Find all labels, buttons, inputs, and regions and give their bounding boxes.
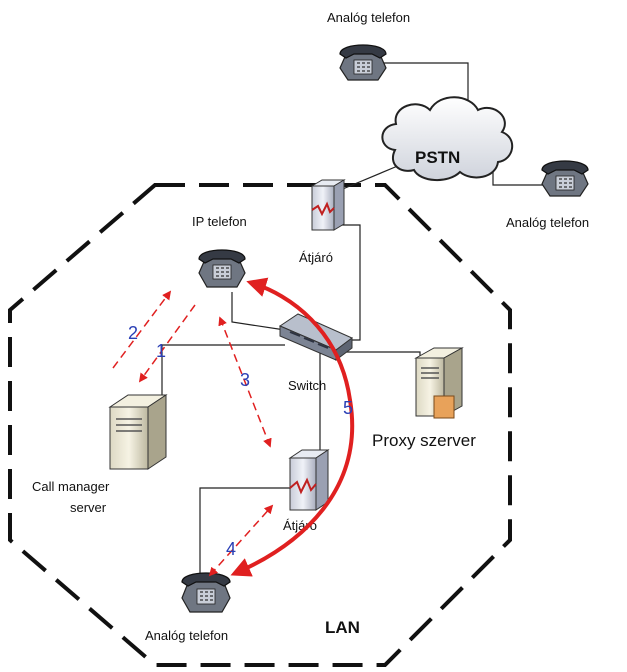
gateway-bottom-label: Átjáró (283, 518, 317, 533)
gateway-top-label: Átjáró (299, 250, 333, 265)
right-phone-label: Analóg telefon (506, 215, 589, 230)
gateway-top (310, 179, 346, 231)
pstn-cloud: PSTN (381, 96, 513, 181)
gateway-bottom (288, 449, 330, 511)
phone-icon (339, 44, 387, 81)
call-manager-server (108, 394, 168, 470)
lan-label: LAN (325, 618, 360, 637)
signal-arrows (112, 277, 355, 577)
step-4: 4 (226, 539, 236, 559)
analog-phone-bottom (181, 572, 231, 613)
phone-icon (181, 572, 231, 613)
bottom-phone-label: Analóg telefon (145, 628, 228, 643)
server-icon (414, 347, 464, 419)
analog-phone-right (541, 160, 589, 197)
gateway-icon (288, 449, 330, 511)
analog-phone-top (339, 44, 387, 81)
phone-icon (198, 249, 246, 288)
arrow-step-2 (112, 290, 172, 369)
arrow-step-4 (208, 504, 274, 577)
call-manager-label-1: Call manager (32, 479, 110, 494)
arrow-step-1 (138, 304, 196, 383)
lan-boundary (8, 183, 512, 667)
top-phone-label: Analóg telefon (327, 10, 410, 25)
proxy-server (414, 347, 464, 419)
arrow-step-5 (230, 277, 355, 577)
ip-phone-label: IP telefon (192, 214, 247, 229)
proxy-label: Proxy szerver (372, 431, 476, 450)
step-5: 5 (343, 398, 353, 418)
call-manager-label-2: server (70, 500, 107, 515)
step-3: 3 (240, 370, 250, 390)
switch-icon (278, 313, 353, 361)
server-icon (108, 394, 168, 470)
switch (278, 313, 353, 361)
switch-label: Switch (288, 378, 326, 393)
pstn-label: PSTN (415, 148, 460, 167)
ip-phone (198, 249, 246, 288)
phone-icon (541, 160, 589, 197)
step-2: 2 (128, 323, 138, 343)
gateway-icon (310, 179, 346, 231)
step-1: 1 (156, 341, 166, 361)
